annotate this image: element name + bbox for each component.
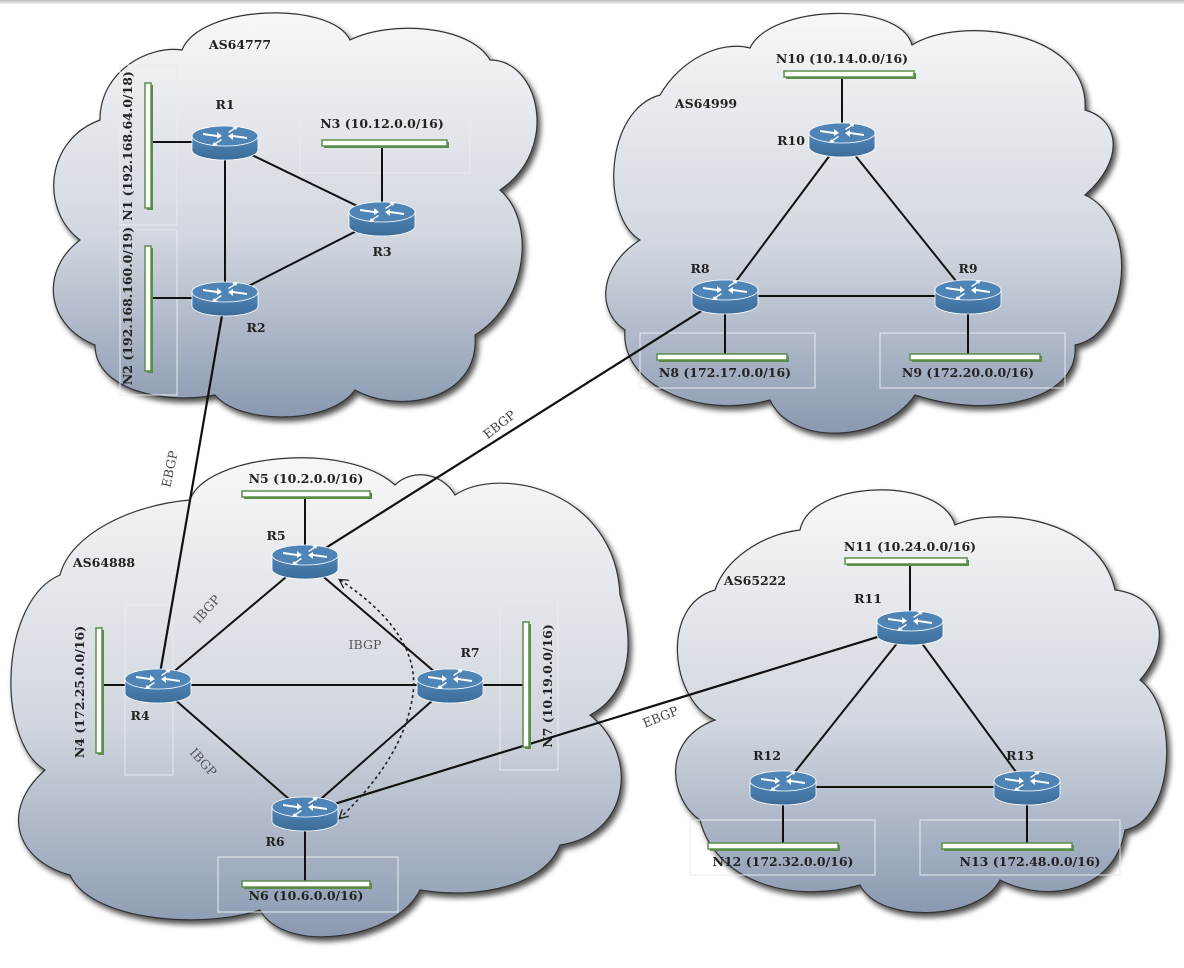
links-layer — [156, 138, 1028, 815]
network-label: N7 (10.19.0.0/16) — [540, 624, 555, 748]
as-label-as64888: AS64888 — [72, 555, 136, 570]
router-icon — [691, 279, 759, 315]
network-n3: N3 (10.12.0.0/16) — [320, 116, 449, 218]
network-n7: N7 (10.19.0.0/16) — [450, 621, 555, 749]
router-r3[interactable]: R3 — [348, 201, 416, 259]
router-label: R3 — [372, 244, 391, 259]
router-label: R8 — [690, 261, 709, 276]
link-r10-r8 — [724, 138, 843, 297]
link-r6-r7 — [304, 684, 451, 814]
router-icon — [271, 796, 339, 832]
cloud-as64888 — [10, 457, 629, 938]
router-label: R4 — [130, 708, 149, 723]
router-r4[interactable]: R4 — [124, 668, 192, 723]
router-icon — [348, 201, 416, 237]
network-label: N5 (10.2.0.0/16) — [249, 471, 364, 486]
window-top-edge — [0, 0, 1184, 4]
router-r12[interactable]: R12 — [749, 748, 817, 806]
network-bar — [783, 70, 915, 78]
router-icon — [749, 770, 817, 806]
router-r7[interactable]: R7 — [416, 645, 484, 704]
link-r11-r13 — [909, 626, 1028, 788]
network-bar — [909, 353, 1041, 361]
network-label: N12 (172.32.0.0/16) — [713, 854, 854, 869]
link-r4-r5 — [157, 560, 306, 686]
router-r1[interactable]: R1 — [191, 97, 259, 161]
network-n11: N11 (10.24.0.0/16) — [844, 539, 976, 627]
as-label-as64999: AS64999 — [674, 96, 737, 111]
router-label: R6 — [265, 834, 284, 849]
router-r13[interactable]: R13 — [993, 748, 1061, 806]
network-label: N4 (172.25.0.0/16) — [72, 626, 87, 758]
router-icon — [416, 668, 484, 704]
network-n1: N1 (192.168.64.0/18) — [120, 71, 225, 221]
cloud-as64999 — [605, 12, 1123, 434]
router-icon — [876, 610, 944, 646]
network-bar — [844, 557, 968, 565]
network-bar — [241, 490, 371, 498]
router-label: R9 — [958, 261, 977, 276]
as-label-as65222: AS65222 — [723, 573, 786, 588]
router-label: R7 — [460, 645, 479, 660]
router-icon — [271, 544, 339, 580]
network-bar — [321, 139, 448, 147]
network-label: N10 (10.14.0.0/16) — [776, 51, 908, 66]
router-label: R11 — [854, 591, 882, 606]
as-label-as64777: AS64777 — [208, 37, 271, 52]
router-label: R1 — [215, 97, 234, 112]
link-r5-r7 — [304, 560, 451, 686]
router-icon — [124, 668, 192, 704]
link-r10-r9 — [841, 138, 969, 297]
router-icon — [191, 125, 259, 161]
clouds-layer — [10, 12, 1168, 938]
router-r2[interactable]: R2 — [191, 281, 266, 335]
network-label: N13 (172.48.0.0/16) — [960, 854, 1101, 869]
router-r5[interactable]: R5 — [266, 528, 339, 580]
link-r4-r6 — [157, 684, 306, 814]
network-bar — [522, 621, 530, 748]
router-icon — [993, 770, 1061, 806]
network-bar — [656, 353, 788, 361]
network-label: N11 (10.24.0.0/16) — [844, 539, 976, 554]
network-bar — [144, 245, 152, 372]
ebgp-label-r2-r4: EBGP — [158, 449, 180, 488]
cloud-as65222 — [675, 489, 1168, 914]
network-label: N6 (10.6.0.0/16) — [249, 888, 364, 903]
router-label: R5 — [266, 528, 285, 543]
network-n12: N12 (172.32.0.0/16) — [707, 787, 854, 869]
router-r11[interactable]: R11 — [854, 591, 944, 646]
router-icon — [191, 281, 259, 317]
router-icon — [808, 122, 876, 158]
router-r6[interactable]: R6 — [265, 796, 339, 849]
network-label: N9 (172.20.0.0/16) — [902, 365, 1034, 380]
network-bar — [707, 842, 839, 850]
router-r10[interactable]: R10 — [777, 122, 876, 158]
cloud-as64777 — [52, 12, 538, 418]
network-label: N1 (192.168.64.0/18) — [120, 71, 135, 221]
network-label: N2 (192.168.160.0/19) — [120, 227, 135, 385]
router-label: R10 — [777, 133, 805, 148]
router-label: R12 — [753, 748, 781, 763]
router-r8[interactable]: R8 — [690, 261, 759, 315]
network-label: N8 (172.17.0.0/16) — [659, 365, 791, 380]
router-label: R2 — [246, 320, 265, 335]
network-bar — [144, 82, 152, 209]
ebgp-label-r5-r8: EBGP — [480, 407, 518, 442]
ibgp-session-arrow — [340, 580, 415, 818]
router-label: R13 — [1006, 748, 1034, 763]
link-r6-r11 — [304, 625, 911, 815]
link-r2-r4 — [156, 297, 227, 686]
ibgp-label-r5-r6-session: IBGP — [349, 637, 382, 652]
network-bar — [241, 880, 371, 888]
network-label: N3 (10.12.0.0/16) — [320, 116, 444, 131]
network-bar — [95, 627, 103, 754]
network-n13: N13 (172.48.0.0/16) — [941, 787, 1101, 869]
router-icon — [934, 279, 1002, 315]
link-r5-r8 — [304, 295, 726, 562]
router-r9[interactable]: R9 — [934, 261, 1002, 315]
network-bar — [941, 842, 1073, 850]
link-r11-r12 — [782, 626, 911, 788]
network-n6: N6 (10.6.0.0/16) — [241, 813, 372, 903]
